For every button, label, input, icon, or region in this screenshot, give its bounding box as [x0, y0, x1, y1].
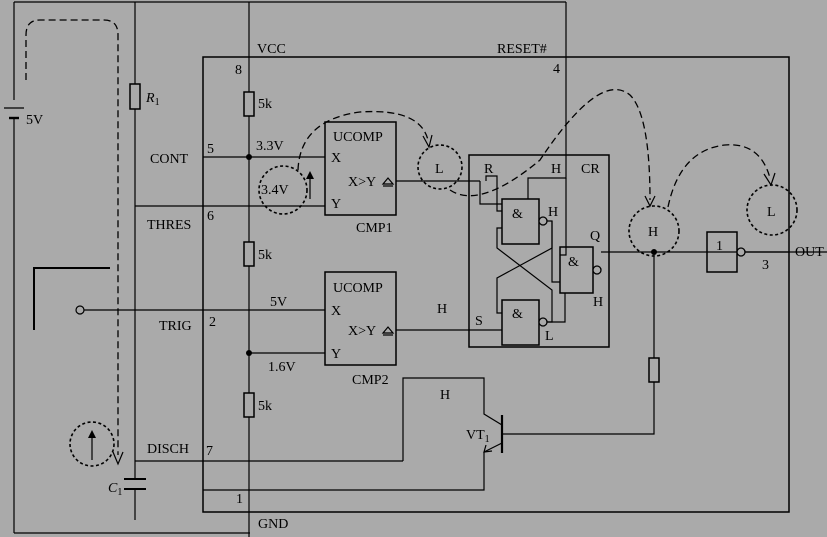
cmp1-y: Y	[331, 197, 341, 212]
cmp1-x: X	[331, 151, 341, 166]
signal-flow-path-1	[297, 110, 433, 171]
trig-pin-num: 2	[209, 315, 216, 330]
divider-chain	[243, 2, 255, 537]
cmp1-state: L	[435, 162, 444, 177]
output-inverter	[706, 231, 738, 273]
cr-label: CR	[581, 162, 600, 177]
cont-pin-num: 5	[207, 142, 214, 157]
out-label: OUT	[795, 245, 824, 260]
chip-outline	[202, 56, 790, 513]
cmp2-name: CMP2	[352, 373, 389, 388]
inverter-label: 1	[716, 239, 723, 254]
cmp2-x: X	[331, 304, 341, 319]
disch-label: DISCH	[147, 442, 189, 457]
battery-label: 5V	[26, 113, 43, 128]
nand-output-out: H	[593, 295, 603, 310]
charge-up-arrow-icon	[88, 430, 96, 460]
out-state-marker	[746, 184, 798, 236]
cont-label: CONT	[150, 152, 189, 167]
cmp2-output-symbol	[381, 326, 395, 336]
reset-label: RESET#	[497, 42, 547, 57]
cmp2-out: X>Y	[348, 324, 376, 339]
ff-r-label: R	[484, 162, 494, 177]
out-state: L	[767, 205, 776, 220]
r1-c1-branch	[124, 2, 146, 520]
trig-input-terminal[interactable]	[75, 305, 85, 315]
resistor-r1	[129, 83, 141, 110]
r-mid-label: 5k	[258, 248, 272, 263]
reset-pin-num: 4	[553, 62, 560, 77]
transistor-label: VT1	[466, 428, 490, 445]
ff-q-label: Q	[590, 229, 600, 244]
nand-output	[559, 246, 594, 294]
signal-flow-path-3	[667, 144, 776, 208]
vcc-pin-num: 8	[235, 63, 242, 78]
trig-input-voltage: 5V	[270, 295, 287, 310]
out-pin-num: 3	[762, 258, 769, 273]
vt-collector-level: H	[440, 388, 450, 403]
transistor-vt1	[203, 377, 504, 491]
thres-pin-num: 6	[207, 209, 214, 224]
trig-ref-voltage: 1.6V	[268, 360, 296, 375]
cmp2-title: UCOMP	[333, 281, 383, 296]
supply-rail	[4, 1, 566, 534]
cmp1-state-marker	[417, 144, 463, 190]
r-top-label: 5k	[258, 97, 272, 112]
thres-voltage: 3.4V	[261, 183, 289, 198]
nand-top-symbol: &	[512, 207, 523, 222]
cmp1-title: UCOMP	[333, 130, 383, 145]
cmp1-name: CMP1	[356, 221, 393, 236]
thres-label: THRES	[147, 218, 191, 233]
nand-bottom-symbol: &	[512, 307, 523, 322]
charging-current-path	[25, 19, 124, 466]
comparator-cmp1	[324, 121, 397, 216]
nand-bottom-out: L	[545, 329, 554, 344]
capacitor-charge-marker	[69, 421, 115, 467]
ff-reset-level: H	[551, 162, 561, 177]
c1-label: C1	[108, 481, 122, 498]
cmp2-y: Y	[331, 347, 341, 362]
base-resistor	[648, 357, 660, 383]
cmp1-output-symbol	[381, 177, 395, 187]
nand-output-symbol: &	[568, 255, 579, 270]
cont-voltage: 3.3V	[256, 139, 284, 154]
up-arrow-icon	[306, 171, 314, 199]
r-bot-label: 5k	[258, 399, 272, 414]
thres-marker	[258, 165, 308, 215]
disch-pin-num: 7	[206, 444, 213, 459]
signal-flow-path-2	[449, 89, 656, 208]
trig-label: TRIG	[159, 319, 192, 334]
base-drive	[502, 252, 660, 435]
trigger-waveform	[33, 267, 110, 330]
flipflop-cr	[468, 154, 610, 348]
nand-top-out: H	[548, 205, 558, 220]
gnd-label: GND	[258, 517, 288, 532]
resistor-top	[243, 91, 255, 117]
vcc-label: VCC	[257, 42, 286, 57]
cmp2-out-level: H	[437, 302, 447, 317]
ff-s-label: S	[475, 314, 483, 329]
flipflop-wiring	[479, 155, 789, 331]
r1-label: R1	[145, 91, 160, 108]
resistor-mid	[243, 241, 255, 267]
cmp1-out: X>Y	[348, 175, 376, 190]
gnd-pin-num: 1	[236, 492, 243, 507]
q-state: H	[648, 225, 658, 240]
comparator-cmp2	[324, 271, 397, 366]
resistor-bot	[243, 392, 255, 418]
